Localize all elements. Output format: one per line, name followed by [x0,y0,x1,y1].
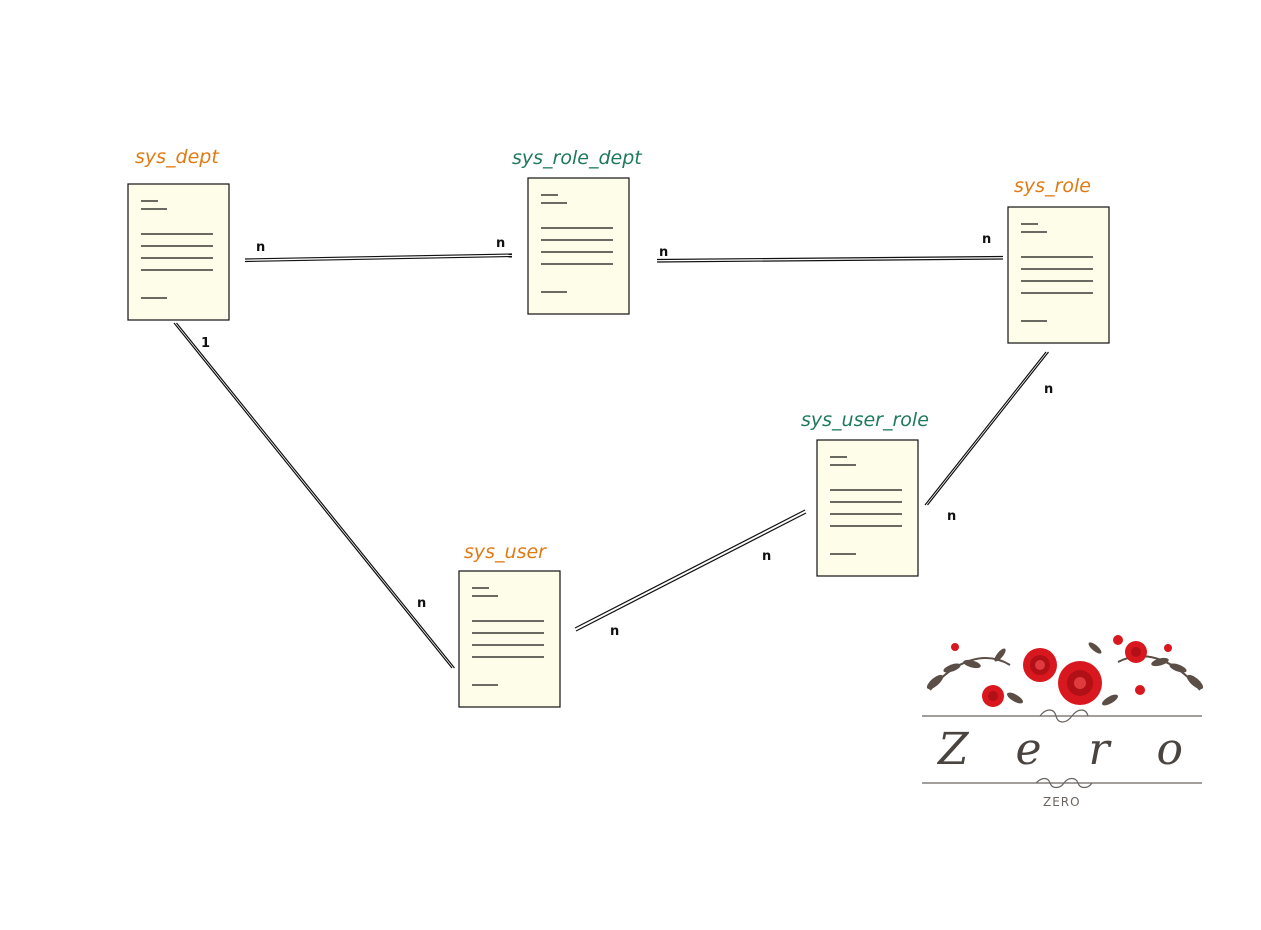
flourish-icon [1039,709,1089,723]
entity-title-sys-user: sys_user [464,541,547,563]
entity-cards [127,177,1110,708]
relation-line-dept-roledept [244,253,513,263]
cardinality-labels: n n n n 1 n n n n n [201,232,1053,639]
flourish-icon [1035,777,1093,789]
logo-word: Zero [936,724,1183,775]
entity-titles: sys_dept sys_role_dept sys_role sys_user… [135,146,1091,563]
cardinality-userrole-user-to: n [610,624,619,639]
entity-title-sys-user-role: sys_user_role [801,409,929,431]
relation-line-dept-user [173,322,455,669]
rose-garland-icon [926,635,1204,707]
cardinality-roledept-role-from: n [659,245,668,260]
entity-card-sys-user-role [816,439,919,577]
logo-caption: ZERO [1043,795,1081,809]
entity-card-sys-role-dept [527,177,630,315]
cardinality-dept-roledept-from: n [256,240,265,255]
cardinality-role-userrole-from: n [1044,382,1053,397]
relation-line-role-userrole [924,351,1049,506]
relation-line-roledept-role [656,255,1004,263]
cardinality-dept-user-from: 1 [201,336,210,351]
entity-card-sys-user [458,570,561,708]
entity-title-sys-role-dept: sys_role_dept [512,147,643,169]
entity-card-sys-role [1007,206,1110,344]
entity-title-sys-dept: sys_dept [135,146,220,168]
relationship-lines [173,253,1049,669]
zero-logo: Zero ZERO [922,635,1204,809]
entity-card-sys-dept [127,183,230,321]
cardinality-dept-roledept-to: n [496,236,505,251]
entity-title-sys-role: sys_role [1014,175,1091,197]
cardinality-role-userrole-to: n [947,509,956,524]
cardinality-dept-user-to: n [417,596,426,611]
cardinality-userrole-user-from: n [762,549,771,564]
relation-line-userrole-user [574,509,807,632]
cardinality-roledept-role-to: n [982,232,991,247]
